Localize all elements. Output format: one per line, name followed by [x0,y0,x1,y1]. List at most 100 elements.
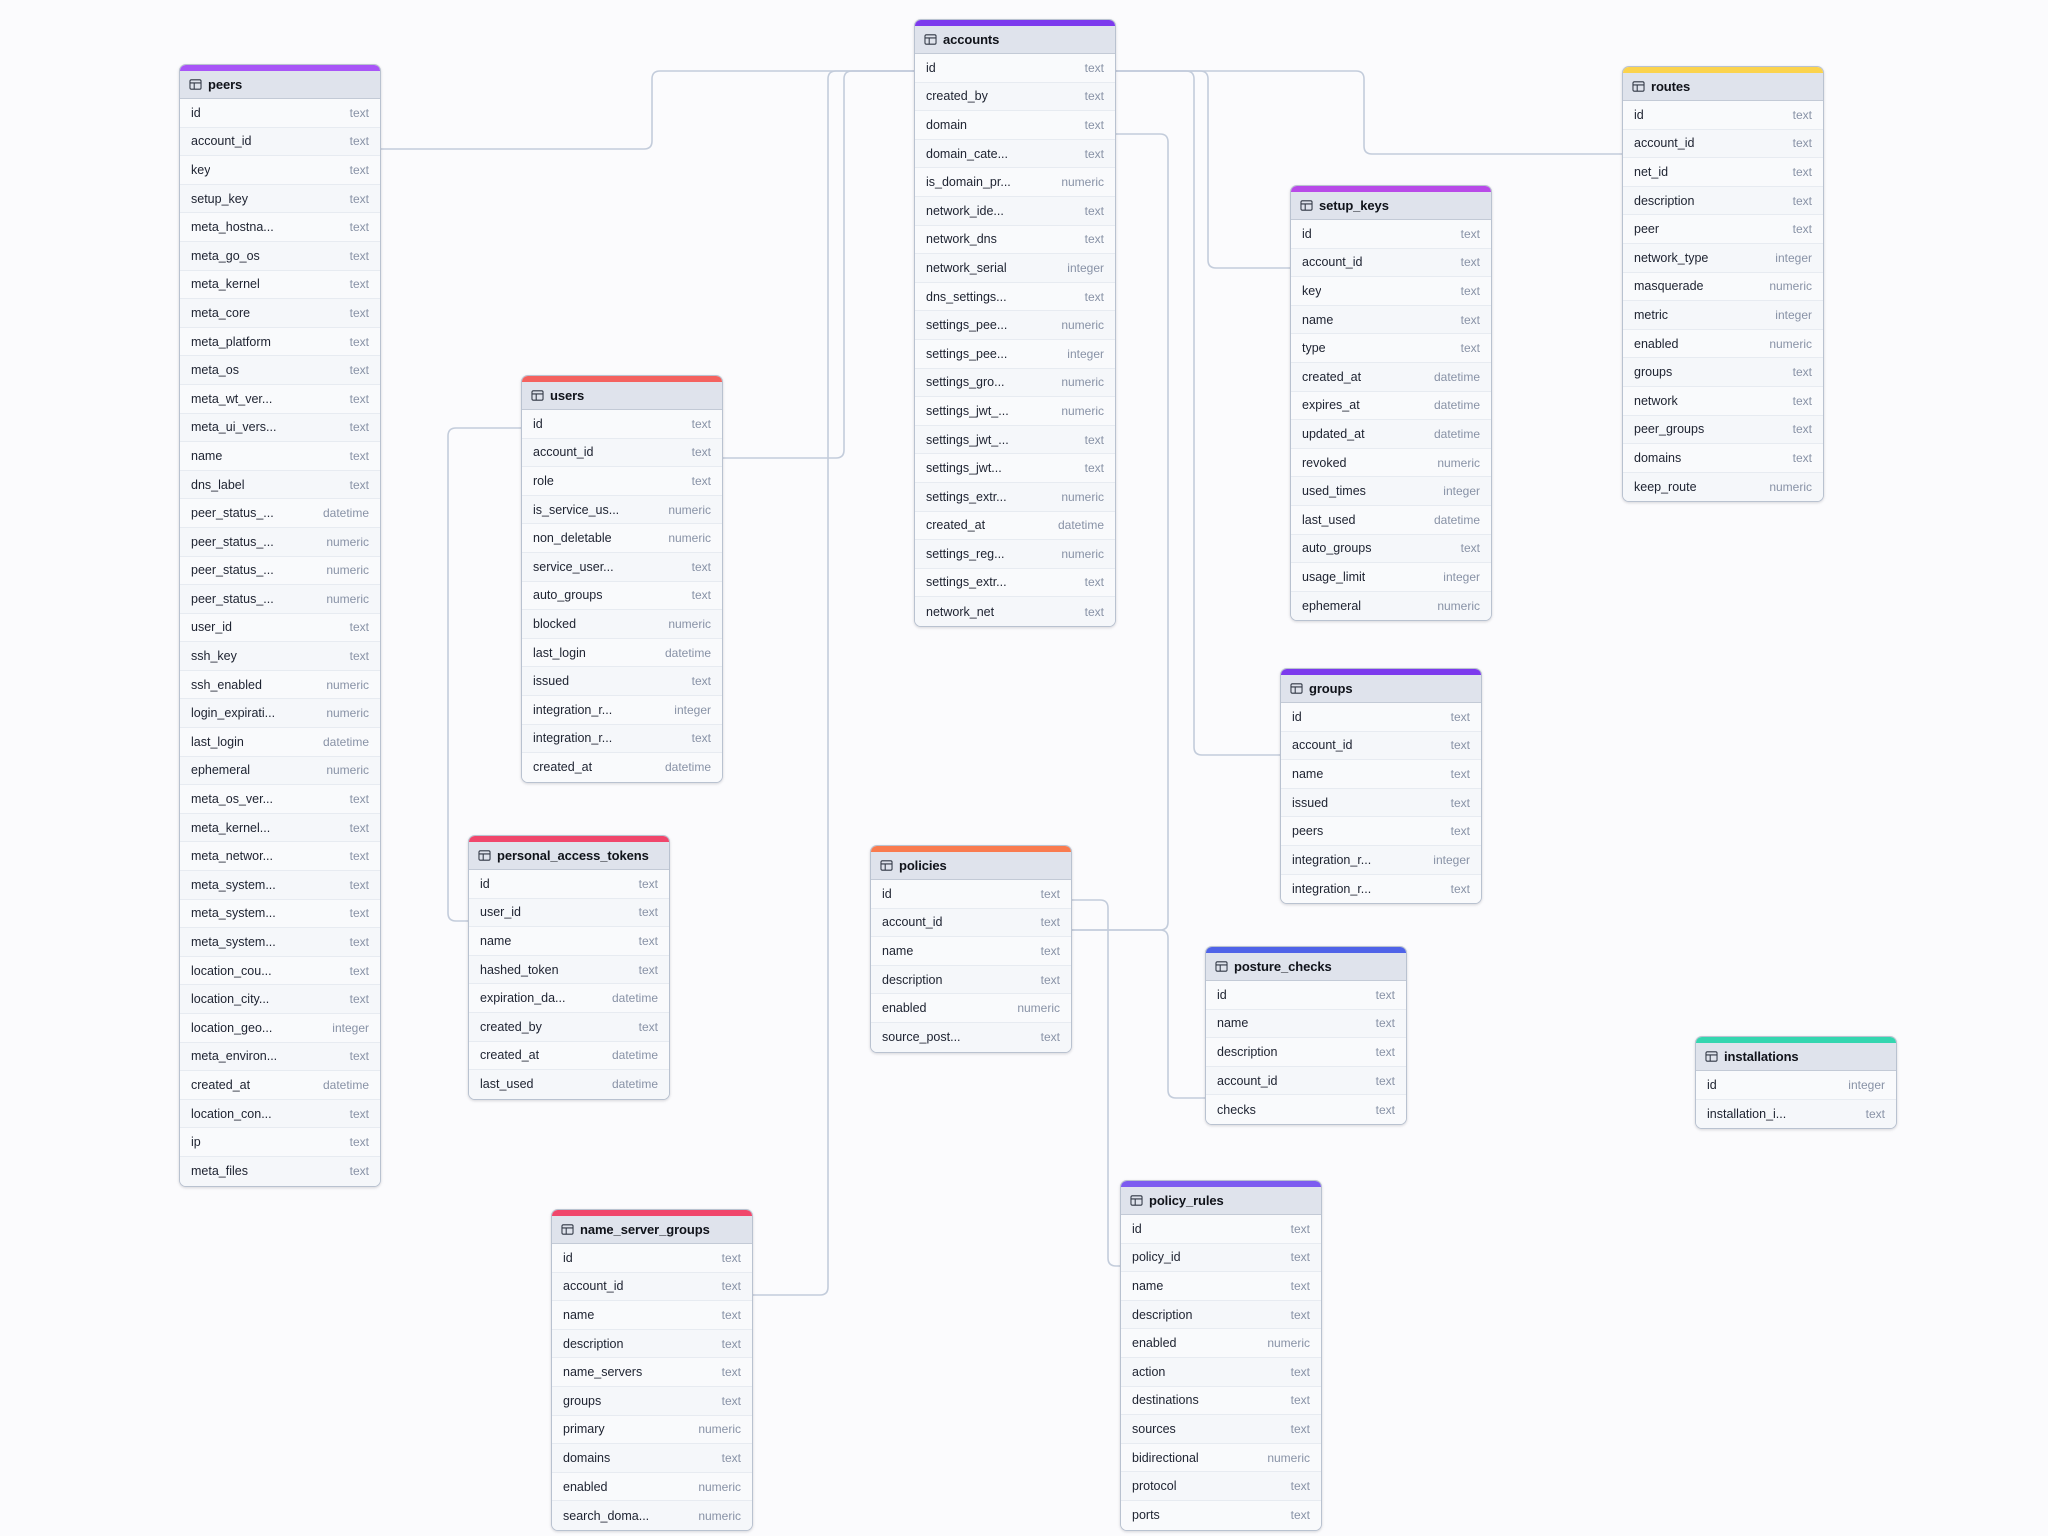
field-row[interactable]: meta_ui_vers...text [180,413,380,443]
field-row[interactable]: integration_r...integer [522,695,722,725]
table-header-groups[interactable]: groups [1281,675,1481,703]
field-row[interactable]: expiration_da...datetime [469,984,669,1013]
field-row[interactable]: meta_kernel...text [180,813,380,843]
field-row[interactable]: meta_os_ver...text [180,785,380,814]
field-row[interactable]: settings_pee...numeric [915,311,1115,340]
field-row[interactable]: meta_hostna...text [180,213,380,242]
field-row[interactable]: integration_r...text [1281,874,1481,904]
field-row[interactable]: peer_status_...numeric [180,585,380,614]
field-row[interactable]: settings_jwt...text [915,454,1115,483]
table-header-setup_keys[interactable]: setup_keys [1291,192,1491,220]
field-row[interactable]: settings_pee...integer [915,339,1115,369]
field-row[interactable]: location_con...text [180,1099,380,1129]
field-row[interactable]: meta_system...text [180,928,380,957]
field-row[interactable]: meta_environ...text [180,1042,380,1072]
field-row[interactable]: integration_r...integer [1281,845,1481,875]
field-row[interactable]: source_post...text [871,1022,1071,1052]
table-header-peers[interactable]: peers [180,71,380,99]
table-header-installations[interactable]: installations [1696,1043,1896,1071]
field-row[interactable]: peer_status_...numeric [180,556,380,586]
table-header-accounts[interactable]: accounts [915,26,1115,54]
table-header-posture_checks[interactable]: posture_checks [1206,953,1406,981]
field-row[interactable]: is_domain_pr...numeric [915,168,1115,197]
field-row[interactable]: installation_i...text [1696,1099,1896,1129]
field-row[interactable]: meta_system...text [180,871,380,900]
field-row[interactable]: search_doma...numeric [552,1501,752,1530]
field-row[interactable]: settings_extr...numeric [915,482,1115,512]
field-row[interactable]: dns_settings...text [915,282,1115,312]
field-row[interactable]: meta_wt_ver...text [180,384,380,414]
